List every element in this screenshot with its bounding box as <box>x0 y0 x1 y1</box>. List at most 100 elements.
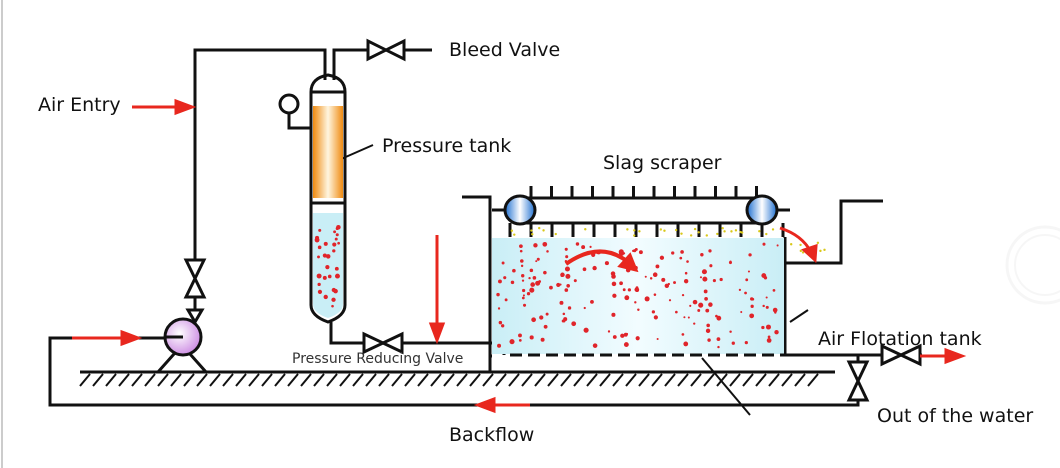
bubble <box>656 337 659 341</box>
bubble <box>705 328 711 334</box>
bubble <box>716 315 722 321</box>
bubble <box>497 343 502 348</box>
bubble <box>709 264 713 268</box>
bubble <box>607 330 611 333</box>
bubble <box>620 333 625 338</box>
hatch-mark <box>391 373 403 387</box>
bubble <box>536 257 540 261</box>
bubble <box>693 322 696 325</box>
hatch-mark <box>339 373 351 387</box>
bubble <box>706 323 710 328</box>
bubble <box>528 276 531 280</box>
bubble <box>652 272 658 278</box>
bubble <box>509 339 515 345</box>
bubble <box>535 260 538 263</box>
bubble <box>681 293 685 297</box>
backflow-arrow <box>473 396 530 414</box>
bubble <box>748 253 752 257</box>
slag-particle <box>531 233 534 236</box>
air-valve-icon <box>183 258 207 299</box>
bubble <box>679 256 683 260</box>
bubble <box>744 291 747 295</box>
bubble <box>533 243 538 248</box>
bubble <box>664 283 670 288</box>
bubble <box>317 282 321 287</box>
slag-particle <box>633 229 636 232</box>
hatch-mark <box>729 373 741 387</box>
bubble <box>592 265 597 271</box>
slag-particle <box>816 241 820 245</box>
pressure-tank-air <box>313 106 343 198</box>
bubble <box>539 315 544 320</box>
bubble <box>519 244 523 249</box>
bubble <box>712 279 716 283</box>
bubble <box>314 237 320 243</box>
bubble <box>705 308 710 313</box>
bubble <box>532 276 537 280</box>
bubble <box>655 264 660 269</box>
bubble <box>575 242 580 246</box>
air-bubbles <box>314 225 779 349</box>
hatch-mark <box>664 373 676 387</box>
hatch-mark <box>196 373 208 387</box>
slag-scraper <box>492 186 790 237</box>
bubble <box>604 261 609 266</box>
bubble <box>521 274 525 278</box>
bubble <box>334 266 339 271</box>
hatch-mark <box>716 373 728 387</box>
bubble <box>747 270 750 273</box>
air-entry-arrow <box>132 98 197 116</box>
hatch-mark <box>625 373 637 387</box>
bubble <box>762 242 766 246</box>
bubble <box>611 281 617 287</box>
slag-particle <box>723 230 726 233</box>
slag-discharge-arrow <box>779 226 818 264</box>
bubble <box>337 241 341 245</box>
hatch-mark <box>469 373 481 387</box>
slag-particle <box>705 234 708 237</box>
bubble <box>708 249 712 253</box>
label-slag-scraper: Slag scraper <box>603 152 722 174</box>
bubble <box>692 299 698 305</box>
bubble <box>634 301 637 304</box>
bubble <box>542 241 548 247</box>
bubble <box>545 312 549 316</box>
bubble <box>774 311 777 314</box>
bubble <box>767 335 771 339</box>
slag-particle <box>716 232 719 236</box>
pressure-reducing-valve-icon <box>362 331 404 355</box>
hatch-mark <box>79 373 91 387</box>
hatch-mark <box>612 373 624 387</box>
bubble <box>520 259 524 263</box>
hatch-mark <box>456 373 468 387</box>
bubble <box>675 310 678 314</box>
bubble <box>751 297 755 301</box>
bubble <box>540 337 545 342</box>
hatch-mark <box>508 373 520 387</box>
hatch-mark <box>131 373 143 387</box>
bubble <box>625 332 629 336</box>
label-pressure-reducing-valve: Pressure Reducing Valve <box>292 351 463 367</box>
bubble <box>538 280 542 283</box>
bubble <box>729 330 732 333</box>
slag-trough <box>785 199 883 265</box>
bubble <box>529 287 535 293</box>
bubble <box>521 279 525 282</box>
label-out-of-the-water: Out of the water <box>877 405 1033 427</box>
bubble <box>335 273 340 279</box>
label-backflow: Backflow <box>449 424 534 446</box>
bubble <box>704 296 708 301</box>
slag-particle <box>693 227 697 231</box>
bubble <box>503 276 507 280</box>
hatch-mark <box>482 373 494 387</box>
bubble <box>512 268 516 273</box>
bubble <box>644 296 650 302</box>
bubble <box>331 297 336 302</box>
bubble <box>581 245 586 250</box>
bubble <box>684 271 688 275</box>
slag-particle <box>739 230 742 234</box>
slag-particle <box>659 228 662 231</box>
hatch-mark <box>755 373 767 387</box>
slag-particle <box>721 226 724 230</box>
bubble <box>325 254 331 259</box>
